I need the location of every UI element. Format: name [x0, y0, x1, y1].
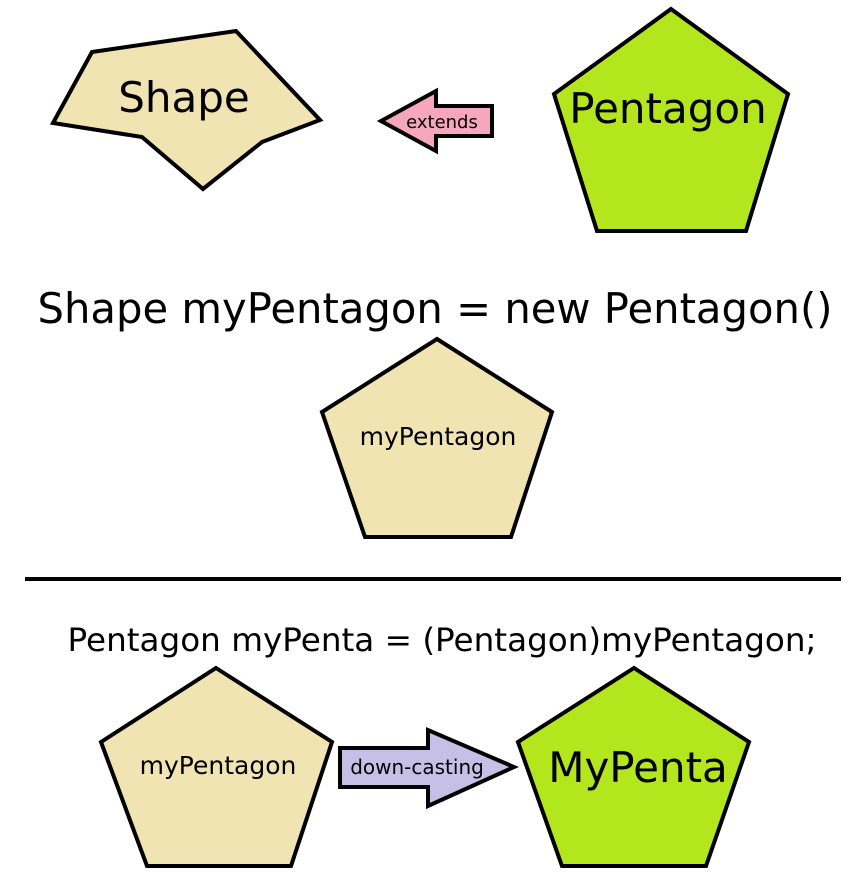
cast-target-polygon [515, 665, 752, 868]
mypentagon-label: myPentagon [360, 422, 517, 451]
pentagon-label: Pentagon [569, 84, 766, 133]
extends-arrow-shape [376, 87, 494, 155]
shape-label: Shape [118, 73, 250, 122]
mypentagon-polygon [319, 336, 555, 539]
mypentagon-object-node: myPentagon [319, 336, 555, 539]
cast-source-node: myPentagon [98, 665, 335, 868]
cast-source-label: myPentagon [140, 751, 297, 780]
downcasting-arrow-label: down-casting [350, 755, 484, 779]
pentagon-class-node: Pentagon [551, 6, 791, 233]
shape-class-node: Shape [49, 28, 324, 192]
pentagon-polygon [551, 6, 791, 233]
downcasting-arrow-shape [338, 726, 519, 810]
extends-arrow-label: extends [406, 112, 478, 133]
downcasting-arrow: down-casting [338, 726, 519, 810]
cast-code: Pentagon myPenta = (Pentagon)myPentagon; [68, 621, 817, 659]
cast-source-polygon [98, 665, 335, 868]
cast-target-node: MyPenta [515, 665, 752, 868]
declaration-code: Shape myPentagon = new Pentagon() [38, 284, 833, 333]
extends-arrow: extends [376, 87, 494, 155]
cast-target-label: MyPenta [548, 743, 728, 792]
shape-polygon [49, 28, 324, 192]
